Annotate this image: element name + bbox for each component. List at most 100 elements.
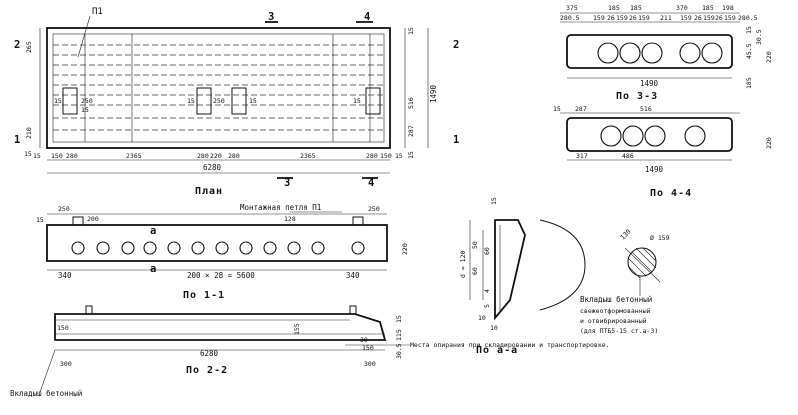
support-points-label: Места опирания при складировании и транс… bbox=[410, 341, 610, 349]
svg-text:и отвибрированный: и отвибрированный bbox=[580, 317, 647, 325]
svg-text:115: 115 bbox=[395, 329, 403, 341]
svg-text:45.5: 45.5 bbox=[745, 43, 753, 59]
svg-text:5: 5 bbox=[483, 304, 491, 308]
svg-text:30.5: 30.5 bbox=[755, 29, 763, 45]
plan-section-marker: 3 bbox=[268, 11, 274, 23]
plan-insert-dim: 250 bbox=[213, 97, 225, 105]
plan-outline bbox=[46, 27, 391, 149]
svg-text:130: 130 bbox=[619, 228, 633, 242]
svg-text:150: 150 bbox=[51, 152, 63, 160]
svg-text:50: 50 bbox=[471, 241, 479, 249]
svg-text:185: 185 bbox=[702, 4, 714, 12]
plan-dim: 2365 bbox=[300, 152, 316, 160]
svg-text:60: 60 bbox=[471, 267, 479, 275]
svg-text:280: 280 bbox=[197, 152, 209, 160]
plan-section-marker: 4 bbox=[364, 11, 370, 23]
section-a-a-title: По а-а bbox=[476, 345, 518, 356]
svg-text:4: 4 bbox=[483, 289, 491, 293]
plan-view: 250 15 250 15 15 15 15 П1 3 4 2 2 1 1 3 … bbox=[14, 7, 459, 197]
section-4-4: 15 287 516 317 486 1490 220 По 4-4 bbox=[553, 105, 773, 199]
svg-text:150: 150 bbox=[57, 324, 69, 332]
svg-text:15: 15 bbox=[395, 315, 403, 323]
svg-text:26: 26 bbox=[629, 14, 637, 22]
svg-text:а: а bbox=[150, 225, 156, 237]
svg-text:(для ПТБ5-15 ст.а-3): (для ПТБ5-15 ст.а-3) bbox=[580, 327, 658, 335]
plan-inner-outline bbox=[52, 33, 385, 143]
svg-text:200: 200 bbox=[87, 215, 99, 223]
svg-text:10: 10 bbox=[478, 314, 486, 322]
plan-insert-dim: 250 bbox=[81, 97, 93, 105]
svg-text:280.5: 280.5 bbox=[560, 14, 580, 22]
plan-insert bbox=[62, 87, 78, 115]
svg-text:15: 15 bbox=[249, 97, 257, 105]
svg-text:370: 370 bbox=[676, 4, 688, 12]
svg-text:26: 26 bbox=[694, 14, 702, 22]
svg-text:159: 159 bbox=[703, 14, 715, 22]
plan-dim: 265 bbox=[25, 41, 33, 53]
svg-text:375: 375 bbox=[566, 4, 578, 12]
svg-text:185: 185 bbox=[745, 77, 753, 89]
svg-text:280: 280 bbox=[66, 152, 78, 160]
svg-text:15: 15 bbox=[81, 106, 89, 114]
plan-insert bbox=[231, 87, 247, 115]
svg-text:15: 15 bbox=[490, 197, 498, 205]
svg-text:15: 15 bbox=[33, 152, 41, 160]
plan-dim: 15 bbox=[407, 27, 415, 35]
section-3-3: 375 185 185 370 185 198 280.5 159 26 159… bbox=[560, 4, 773, 102]
svg-text:15: 15 bbox=[353, 97, 361, 105]
svg-text:250: 250 bbox=[58, 205, 70, 213]
svg-text:287: 287 bbox=[575, 105, 587, 113]
insert-note: Вкладыш бетонный bbox=[580, 295, 652, 304]
svg-text:200 × 28 = 5600: 200 × 28 = 5600 bbox=[187, 271, 255, 280]
section-1-1-outline bbox=[46, 224, 388, 262]
plan-dim: 210 bbox=[25, 127, 33, 139]
section-2-2-title: По 2-2 bbox=[186, 365, 228, 376]
svg-text:15: 15 bbox=[36, 216, 44, 224]
plan-dim: 516 bbox=[407, 97, 415, 109]
svg-text:486: 486 bbox=[622, 152, 634, 160]
svg-text:155: 155 bbox=[293, 323, 301, 335]
plan-insert bbox=[196, 87, 212, 115]
plan-section-marker: 4 bbox=[368, 177, 374, 189]
svg-text:220: 220 bbox=[765, 137, 773, 149]
plan-dim: 287 bbox=[407, 125, 415, 137]
svg-text:10: 10 bbox=[490, 324, 498, 332]
svg-text:150: 150 bbox=[380, 152, 392, 160]
svg-text:317: 317 bbox=[576, 152, 588, 160]
section-a-a: 15 50 60 60 4 5 10 10 d = 120 По а-а 130… bbox=[459, 197, 670, 356]
svg-text:Ø 159: Ø 159 bbox=[650, 234, 670, 242]
section-1-1: а а Монтажная петля П1 250 200 128 250 1… bbox=[36, 203, 409, 301]
section-2-2-insert-label: Вкладыш бетонный bbox=[10, 389, 82, 398]
svg-text:250: 250 bbox=[368, 205, 380, 213]
section-2-2-outline bbox=[54, 313, 387, 341]
svg-text:300: 300 bbox=[364, 360, 376, 368]
plan-section-marker: 1 bbox=[14, 134, 20, 146]
section-1-1-title: По 1-1 bbox=[183, 290, 225, 301]
section-a-a-profile bbox=[494, 219, 526, 321]
section-2-2: 150 300 6280 155 15 115 30 150 300 30.5 … bbox=[10, 305, 610, 398]
svg-text:159: 159 bbox=[638, 14, 650, 22]
section-3-3-outline bbox=[566, 34, 733, 69]
plan-dim: 15 bbox=[24, 150, 32, 158]
plan-loop-mark: П1 bbox=[92, 7, 103, 17]
svg-text:30.5: 30.5 bbox=[395, 343, 403, 359]
svg-text:26: 26 bbox=[607, 14, 615, 22]
plan-height-dim: 1490 bbox=[429, 84, 438, 103]
svg-text:15: 15 bbox=[187, 97, 195, 105]
plan-section-marker: 2 bbox=[453, 39, 459, 51]
svg-text:340: 340 bbox=[58, 271, 72, 280]
svg-text:211: 211 bbox=[660, 14, 672, 22]
plan-dim: 2365 bbox=[126, 152, 142, 160]
svg-text:159: 159 bbox=[680, 14, 692, 22]
plan-title: План bbox=[195, 186, 223, 197]
svg-text:516: 516 bbox=[640, 105, 652, 113]
svg-text:185: 185 bbox=[608, 4, 620, 12]
svg-text:а: а bbox=[150, 263, 156, 275]
svg-text:15: 15 bbox=[395, 152, 403, 160]
section-4-4-title: По 4-4 bbox=[650, 188, 692, 199]
section-4-4-outline bbox=[566, 117, 733, 152]
svg-text:220: 220 bbox=[210, 152, 222, 160]
plan-total-dim: 6280 bbox=[203, 163, 222, 172]
svg-text:159: 159 bbox=[616, 14, 628, 22]
svg-text:198: 198 bbox=[722, 4, 734, 12]
